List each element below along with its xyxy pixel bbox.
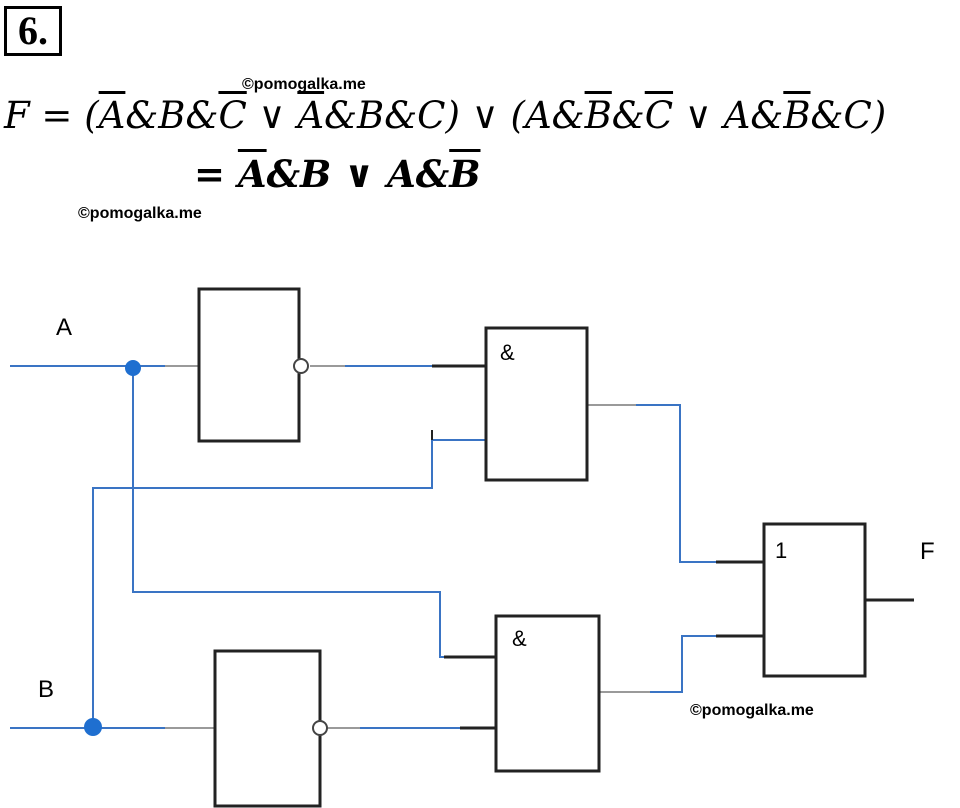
wire-a-branch [132, 368, 490, 658]
formula-line-1: F = (A&B&C ∨ A&B&C) ∨ (A&B&C ∨ A&B&C) [4, 94, 887, 137]
and-gate-bottom [494, 614, 601, 773]
inverter-bubble-b [312, 720, 328, 736]
wire-and-top-out [636, 404, 716, 563]
watermark: ©pomogalka.me [78, 205, 202, 222]
junction-b [84, 718, 102, 736]
watermark: ©pomogalka.me [690, 702, 814, 719]
and-gate-bottom-label: & [512, 626, 527, 651]
inverter-bubble-a [293, 358, 309, 374]
formula-line-2: = A&B ∨ A&B [194, 152, 481, 196]
input-label-a: A [56, 314, 73, 341]
and-gate-top [484, 326, 589, 482]
or-gate [762, 522, 867, 678]
input-label-b: B [38, 676, 55, 703]
and-gate-top-label: & [500, 340, 515, 365]
wire-and-bottom-out [650, 635, 716, 693]
watermark: ©pomogalka.me [242, 76, 366, 93]
output-label-f: F [920, 538, 935, 565]
not-gate-a [197, 287, 301, 443]
task-number: 6. [4, 6, 62, 56]
junction-a [125, 360, 141, 376]
not-gate-b [213, 649, 322, 808]
or-gate-label: 1 [775, 538, 787, 563]
wire-b-branch [92, 439, 486, 726]
